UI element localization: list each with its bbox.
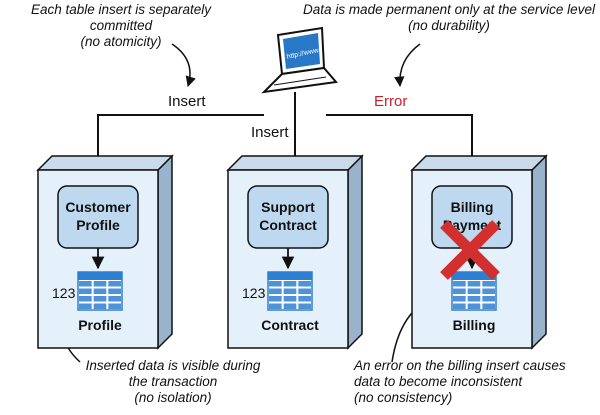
service-box-top bbox=[410, 155, 548, 171]
flow-label-right: Error bbox=[374, 93, 408, 110]
service-box-top bbox=[36, 155, 174, 171]
table-icon-cell bbox=[453, 281, 466, 287]
table-icon-cell bbox=[79, 296, 92, 302]
table-icon-cell bbox=[298, 303, 311, 309]
row-number-label: 123 bbox=[242, 285, 266, 301]
table-icon-cell bbox=[269, 281, 282, 287]
service-module-label-line-2: Profile bbox=[76, 217, 120, 233]
note-consistency-line-3: (no consistency) bbox=[354, 390, 453, 405]
table-label: Profile bbox=[78, 317, 122, 333]
service-box-top bbox=[226, 155, 364, 171]
service-module-label-line-1: Support bbox=[261, 199, 315, 215]
services-group: CustomerProfile123ProfileSupportContract… bbox=[36, 154, 548, 350]
flow-label-middle: Insert bbox=[251, 124, 289, 141]
table-icon-cell bbox=[108, 296, 121, 302]
table-icon-cell bbox=[108, 303, 121, 309]
table-icon-cell bbox=[283, 281, 297, 287]
note-atomicity-line-2: (no atomicity) bbox=[80, 34, 162, 49]
flow-line-right bbox=[326, 114, 479, 170]
table-icon-cell bbox=[93, 303, 107, 309]
service-module-label-line-1: Customer bbox=[65, 199, 131, 215]
table-label: Billing bbox=[453, 317, 496, 333]
table-icon-cell bbox=[467, 288, 481, 294]
table-icon-cell bbox=[269, 303, 282, 309]
table-icon-cell bbox=[453, 303, 466, 309]
table-icon-cell bbox=[283, 296, 297, 302]
table-icon-cell bbox=[298, 288, 311, 294]
table-icon-cell bbox=[108, 281, 121, 287]
note-atomicity-line-1: Each table insert is separately committe… bbox=[30, 2, 212, 33]
table-icon-cell bbox=[467, 303, 481, 309]
table-icon-cell bbox=[453, 296, 466, 302]
row-number-label: 123 bbox=[52, 285, 76, 301]
table-icon-cell bbox=[482, 281, 495, 287]
table-icon-header bbox=[452, 272, 496, 280]
table-icon-cell bbox=[93, 281, 107, 287]
table-icon-cell bbox=[93, 288, 107, 294]
note-atomicity: Each table insert is separately committe… bbox=[2, 2, 240, 50]
table-icon-cell bbox=[79, 288, 92, 294]
table-icon-cell bbox=[482, 303, 495, 309]
table-icon-cell bbox=[283, 288, 297, 294]
note-durability-arrow bbox=[394, 43, 421, 88]
note-isolation-line-1: Inserted data is visible during bbox=[85, 358, 261, 373]
note-durability-line-2: (no durability) bbox=[408, 18, 490, 33]
note-consistency-line-2: data to become inconsistent bbox=[354, 374, 523, 389]
table-icon-header bbox=[78, 272, 122, 280]
service-box-side bbox=[531, 154, 547, 350]
table-icon-cell bbox=[283, 303, 297, 309]
table-icon-cell bbox=[269, 296, 282, 302]
note-isolation: Inserted data is visible during the tran… bbox=[60, 358, 286, 406]
table-icon-cell bbox=[482, 288, 495, 294]
note-atomicity-arrow bbox=[171, 43, 196, 88]
table-icon-cell bbox=[269, 288, 282, 294]
note-consistency: An error on the billing insert causes da… bbox=[354, 358, 598, 406]
table-icon-cell bbox=[467, 296, 481, 302]
table-icon bbox=[451, 271, 497, 311]
table-icon-cell bbox=[453, 288, 466, 294]
flow-label-left: Insert bbox=[168, 93, 206, 110]
table-icon-cell bbox=[79, 281, 92, 287]
service-module-label-line-2: Contract bbox=[259, 217, 317, 233]
note-durability: Data is made permanent only at the servi… bbox=[300, 2, 598, 34]
table-icon bbox=[267, 271, 313, 311]
table-icon-header bbox=[268, 272, 312, 280]
flow-line-left bbox=[91, 114, 264, 170]
table-icon-cell bbox=[298, 296, 311, 302]
table-icon-cell bbox=[79, 303, 92, 309]
laptop-icon: http://www bbox=[261, 26, 338, 94]
service-module-label-line-1: Billing bbox=[451, 199, 494, 215]
note-isolation-line-2: the transaction bbox=[128, 374, 218, 389]
table-icon-cell bbox=[108, 288, 121, 294]
table-icon-cell bbox=[482, 296, 495, 302]
error-x-stroke bbox=[440, 220, 500, 280]
table-label: Contract bbox=[261, 317, 319, 333]
note-durability-line-1: Data is made permanent only at the servi… bbox=[303, 2, 595, 17]
note-consistency-line-1: An error on the billing insert causes bbox=[354, 358, 566, 373]
service-box-side bbox=[347, 154, 363, 350]
note-isolation-line-3: (no isolation) bbox=[134, 390, 212, 405]
service-box-side bbox=[157, 154, 173, 350]
error-x-icon bbox=[440, 220, 500, 280]
table-icon-cell bbox=[93, 296, 107, 302]
table-icon-cell bbox=[298, 281, 311, 287]
table-icon bbox=[77, 271, 123, 311]
table-icon-cell bbox=[467, 281, 481, 287]
